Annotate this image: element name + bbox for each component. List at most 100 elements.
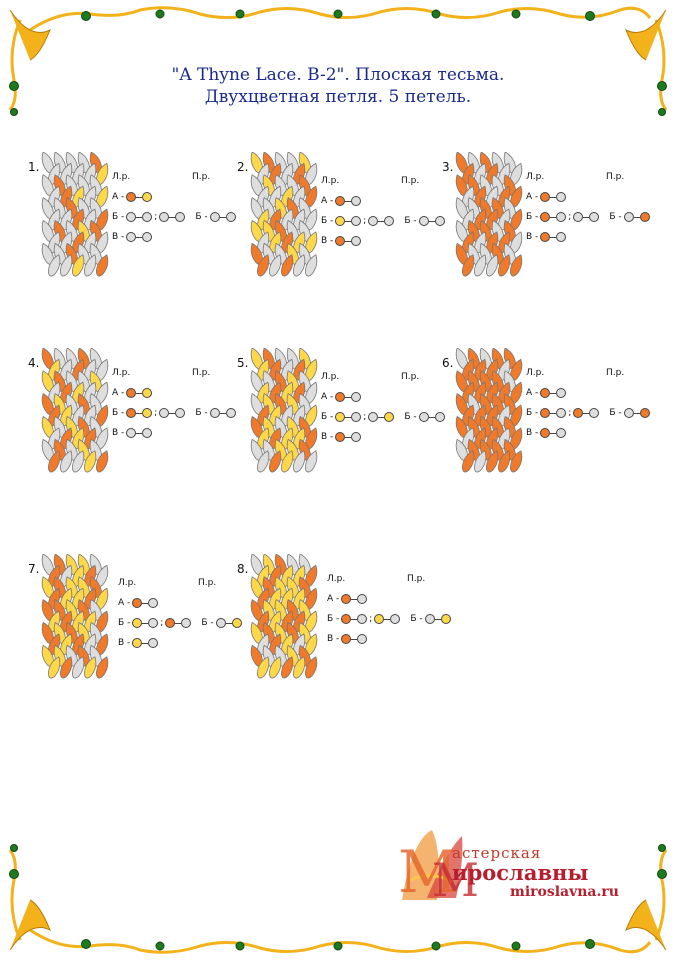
color-dot xyxy=(540,192,551,202)
thread-pair xyxy=(573,408,600,418)
thread-pair xyxy=(209,212,236,222)
color-dot xyxy=(556,388,567,398)
color-dot xyxy=(175,408,186,418)
row-a-label: А - xyxy=(526,388,539,398)
braid-leaf xyxy=(509,450,523,473)
connector-line xyxy=(384,618,391,620)
connector-line xyxy=(550,196,557,198)
braid-leaf xyxy=(473,450,487,473)
connector-line xyxy=(583,412,590,414)
row-b-label: Б - xyxy=(526,212,539,222)
thread-pair xyxy=(335,412,362,422)
connector-line xyxy=(345,220,352,222)
braid-leaf xyxy=(95,450,109,473)
connector-line xyxy=(345,416,352,418)
separator: ; xyxy=(160,618,164,628)
thread-pair xyxy=(132,638,159,648)
color-dot xyxy=(556,408,567,418)
thread-pair xyxy=(540,388,567,398)
color-dot xyxy=(573,212,584,222)
logo-line-1: астерская xyxy=(452,844,542,862)
thread-pair xyxy=(335,196,362,206)
color-dot xyxy=(357,614,368,624)
row-a: А - xyxy=(321,390,362,404)
color-dot xyxy=(418,412,429,422)
color-dot xyxy=(142,388,153,398)
thread-pair xyxy=(126,232,153,242)
braid-leaf xyxy=(268,450,282,473)
color-dot xyxy=(351,236,362,246)
braid-leaf xyxy=(485,254,499,277)
diagram-7: 7.Л.р.П.р.А -Б -;Б -В - xyxy=(28,554,242,752)
braid-leaf xyxy=(280,450,294,473)
color-dot xyxy=(148,598,159,608)
thread-pair xyxy=(540,232,567,242)
braid-leaf xyxy=(256,254,270,277)
color-dot xyxy=(132,598,143,608)
row-a: А - xyxy=(112,386,153,400)
label-right-side: П.р. xyxy=(606,172,625,182)
row-v: В - xyxy=(526,230,567,244)
row-a: А - xyxy=(112,190,153,204)
color-dot xyxy=(434,412,445,422)
braid-leaf xyxy=(268,254,282,277)
thread-pair xyxy=(126,212,153,222)
color-dot xyxy=(540,428,551,438)
color-dot xyxy=(434,216,445,226)
braid-pattern xyxy=(250,348,318,473)
label-left-side: Л.р. xyxy=(118,578,137,588)
row-a-label: А - xyxy=(321,196,334,206)
row-v: В - xyxy=(118,636,159,650)
color-dot xyxy=(418,216,429,226)
row-a: А - xyxy=(526,190,567,204)
color-dot xyxy=(126,408,137,418)
color-dot xyxy=(368,216,379,226)
thread-pair xyxy=(132,618,159,628)
row-v: В - xyxy=(321,430,362,444)
connector-line xyxy=(142,602,149,604)
braid-leaf xyxy=(95,656,109,679)
thread-pair xyxy=(540,428,567,438)
color-dot xyxy=(159,408,170,418)
braid-leaf xyxy=(95,254,109,277)
color-dot xyxy=(215,618,226,628)
diagram-5: 5.Л.р.П.р.А -Б -;Б -В - xyxy=(237,348,447,546)
row-v: В - xyxy=(327,632,368,646)
connector-line xyxy=(136,432,143,434)
row-a: А - xyxy=(327,592,368,606)
color-dot xyxy=(209,408,220,418)
row-b-right-label: Б - xyxy=(195,212,208,222)
row-b-label: Б - xyxy=(321,216,334,226)
braid-leaf xyxy=(83,450,97,473)
braid-pattern xyxy=(41,554,109,679)
row-v-label: В - xyxy=(112,232,125,242)
connector-line xyxy=(550,412,557,414)
color-dot xyxy=(540,212,551,222)
color-dot xyxy=(351,432,362,442)
row-a-label: А - xyxy=(327,594,340,604)
color-dot xyxy=(540,408,551,418)
connector-line xyxy=(142,642,149,644)
row-a-label: А - xyxy=(321,392,334,402)
separator: ; xyxy=(363,412,367,422)
label-left-side: Л.р. xyxy=(321,176,340,186)
color-dot xyxy=(623,408,634,418)
diagram-number: 4. xyxy=(28,356,40,370)
label-right-side: П.р. xyxy=(401,176,420,186)
color-dot xyxy=(148,638,159,648)
logo-line-2: ирославны xyxy=(452,860,589,885)
row-a-label: А - xyxy=(112,388,125,398)
braid-leaf xyxy=(71,450,85,473)
color-dot xyxy=(556,232,567,242)
row-b-label: Б - xyxy=(526,408,539,418)
color-dot xyxy=(589,212,600,222)
braid-pattern xyxy=(455,348,523,473)
braid-leaf xyxy=(47,656,61,679)
thread-pair xyxy=(374,614,401,624)
label-right-side: П.р. xyxy=(407,574,426,584)
color-dot xyxy=(589,408,600,418)
connector-line xyxy=(136,412,143,414)
thread-pair xyxy=(341,614,368,624)
row-b-label: Б - xyxy=(112,408,125,418)
connector-line xyxy=(136,216,143,218)
